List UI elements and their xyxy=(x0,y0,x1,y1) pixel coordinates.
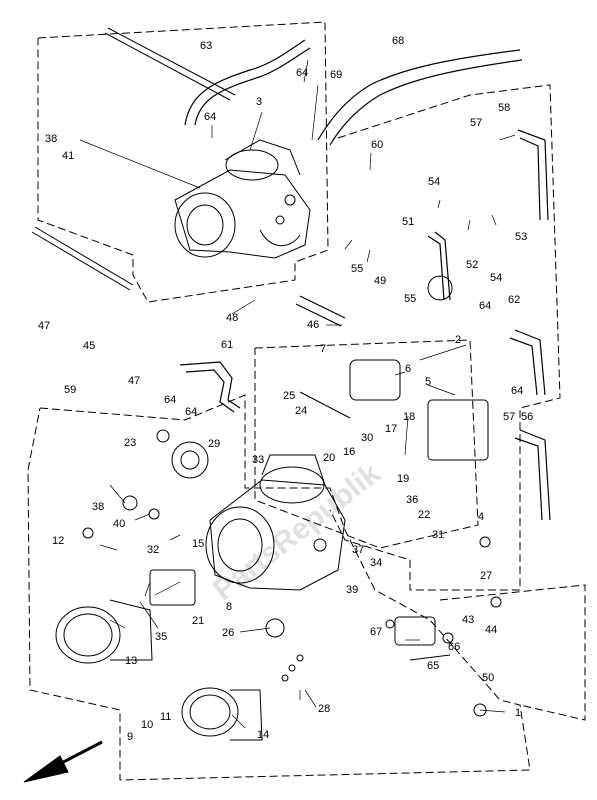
callout-31: 31 xyxy=(432,529,444,541)
callout-13: 13 xyxy=(125,655,137,667)
callout-36: 36 xyxy=(406,494,418,506)
callout-17: 17 xyxy=(385,423,397,435)
callout-28: 28 xyxy=(318,703,330,715)
leader-lines xyxy=(79,59,516,729)
upper-carburetor xyxy=(174,139,311,259)
callout-15: 15 xyxy=(192,538,204,550)
callout-48: 48 xyxy=(226,312,238,324)
callout-2: 2 xyxy=(455,334,461,346)
callout-10: 10 xyxy=(141,719,153,731)
callout-54-lower: 54 xyxy=(490,272,502,284)
callout-66: 66 xyxy=(448,641,460,653)
intake-joints xyxy=(55,599,263,741)
callout-12: 12 xyxy=(52,535,64,547)
callout-62: 62 xyxy=(508,294,520,306)
callout-41: 41 xyxy=(62,150,74,162)
callout-59: 59 xyxy=(64,384,76,396)
callout-64-b: 64 xyxy=(204,111,216,123)
callout-52: 52 xyxy=(466,259,478,271)
callout-65: 65 xyxy=(427,660,439,672)
callout-54-upper: 54 xyxy=(428,176,440,188)
callout-20: 20 xyxy=(323,452,335,464)
callout-19: 19 xyxy=(397,473,409,485)
callout-57-upper: 57 xyxy=(470,117,482,129)
callout-9: 9 xyxy=(127,731,133,743)
callout-56: 56 xyxy=(521,411,533,423)
dashed-outlines xyxy=(27,21,586,781)
callout-45: 45 xyxy=(83,340,95,352)
callout-35: 35 xyxy=(155,631,167,643)
small-fittings xyxy=(82,275,502,717)
callout-22: 22 xyxy=(418,509,430,521)
callout-50: 50 xyxy=(482,672,494,684)
callout-64-e: 64 xyxy=(479,300,491,312)
callout-27: 27 xyxy=(480,570,492,582)
callout-47-left: 47 xyxy=(38,320,50,332)
callout-44: 44 xyxy=(485,624,497,636)
callout-68: 68 xyxy=(392,35,404,47)
callout-60: 60 xyxy=(371,139,383,151)
callout-11: 11 xyxy=(160,711,171,723)
callout-55-right: 55 xyxy=(404,293,416,305)
callout-43: 43 xyxy=(462,614,474,626)
callout-16: 16 xyxy=(343,446,355,458)
callout-21: 21 xyxy=(192,615,204,627)
callout-40: 40 xyxy=(113,518,125,530)
rods-and-screws xyxy=(31,27,451,661)
callout-53: 53 xyxy=(515,231,527,243)
callout-58: 58 xyxy=(498,102,510,114)
watermark: PartsRepublik xyxy=(207,457,387,607)
callout-33: 33 xyxy=(252,454,264,466)
callout-34: 34 xyxy=(370,557,382,569)
callout-46: 46 xyxy=(307,319,319,331)
lower-carburetor xyxy=(205,454,346,591)
callout-38-lower: 38 xyxy=(92,501,104,513)
callout-18: 18 xyxy=(403,411,415,423)
callout-64-a: 64 xyxy=(296,67,308,79)
callout-30: 30 xyxy=(361,432,373,444)
direction-arrow xyxy=(23,740,103,783)
callout-69: 69 xyxy=(330,69,342,81)
callout-67: 67 xyxy=(370,626,382,638)
callout-49: 49 xyxy=(374,275,386,287)
callout-7: 7 xyxy=(320,343,326,355)
callout-24: 24 xyxy=(295,405,307,417)
callout-3: 3 xyxy=(256,96,262,108)
callout-61: 61 xyxy=(221,339,233,351)
callout-64-d: 64 xyxy=(185,406,197,418)
callout-64-f: 64 xyxy=(511,385,523,397)
callout-57-lower: 57 xyxy=(503,411,515,423)
callout-23: 23 xyxy=(124,437,136,449)
callout-4: 4 xyxy=(478,511,484,523)
callout-47-right: 47 xyxy=(128,375,140,387)
callout-5: 5 xyxy=(425,376,431,388)
callout-64-c: 64 xyxy=(164,394,176,406)
callout-25: 25 xyxy=(283,390,295,402)
callout-26: 26 xyxy=(222,627,234,639)
callout-8: 8 xyxy=(226,601,232,613)
callout-38-upper: 38 xyxy=(45,133,57,145)
callout-29: 29 xyxy=(208,438,220,450)
callout-6: 6 xyxy=(405,363,411,375)
callout-14: 14 xyxy=(257,729,269,741)
callout-55-left: 55 xyxy=(351,263,363,275)
callout-37: 37 xyxy=(352,544,364,556)
callout-labels: 1 2 3 4 5 6 7 8 9 10 11 12 13 14 15 16 1… xyxy=(38,35,533,743)
callout-32: 32 xyxy=(147,544,159,556)
callout-1: 1 xyxy=(515,707,521,719)
callout-63: 63 xyxy=(200,40,212,52)
callout-51: 51 xyxy=(402,216,414,228)
callout-39: 39 xyxy=(346,584,358,596)
